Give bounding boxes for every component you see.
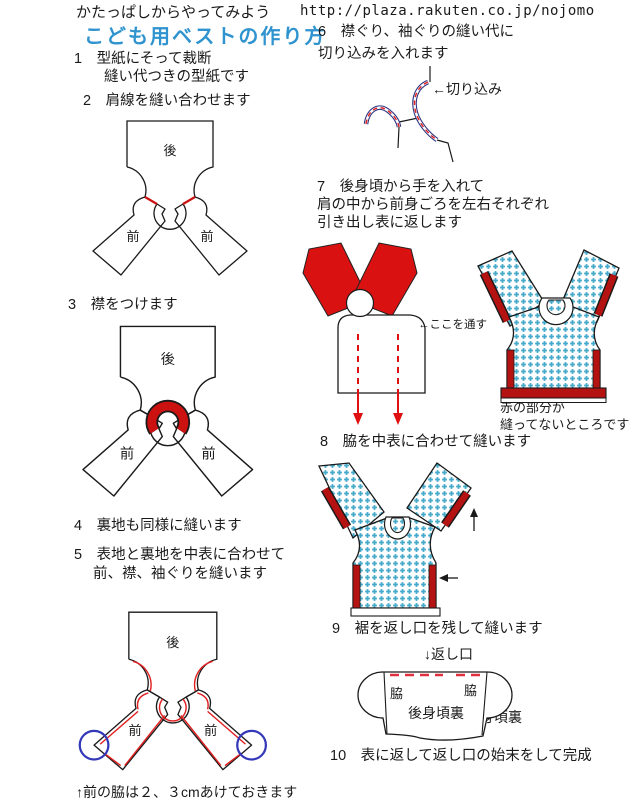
step9-diagram: 脇 脇 後身頃裏 [357, 671, 513, 741]
flap-right [406, 462, 472, 532]
front-right-label: 前 [200, 229, 213, 244]
front-right-label: 前 [201, 446, 215, 463]
shoulder-seams-red [144, 196, 196, 205]
step10-text: 10 表に返して返し口の始末をして完成 [330, 748, 592, 764]
back-piece [128, 612, 217, 723]
step6-line1: 6 襟ぐり、袖ぐりの縫い代に [318, 24, 514, 40]
clip-label: ←切り込み [432, 81, 502, 97]
front-right-label: 前 [204, 722, 217, 738]
side-red-left [352, 564, 361, 609]
side-label-right: 脇 [464, 683, 477, 698]
opening-circle-right [236, 729, 268, 761]
step4-text: 4 裏地も同様に縫います [74, 518, 242, 534]
back-body [337, 314, 426, 394]
hem-white-edge [500, 397, 607, 403]
step1-line2: 縫い代つきの型紙です [104, 69, 249, 85]
step3-diagram: 後 前 前 [82, 325, 254, 497]
step3-text: 3 襟をつけます [68, 297, 178, 313]
red-note-line1: 赤の部分が [500, 400, 566, 415]
step1-line1: 1 型紙にそって裁断 [74, 51, 212, 67]
step7-result-diagram [477, 249, 620, 403]
pull-arrows [353, 334, 403, 425]
front-left-label: 前 [126, 229, 139, 244]
side-red-right [428, 564, 437, 609]
opening-circle-left [78, 729, 110, 761]
back-lining-label: 後身頃裏 [408, 705, 464, 721]
back-label: 後 [166, 635, 179, 650]
step7-turn-diagram: ←ここを通す [302, 242, 487, 425]
neck-curve [412, 79, 439, 142]
back-piece [127, 121, 213, 230]
step5-line1: 5 表地と裏地を中表に合わせて [74, 547, 286, 563]
step2-text: 2 肩線を縫い合わせます [83, 93, 251, 109]
armhole-curve [363, 105, 402, 128]
step8-diagram [318, 462, 478, 617]
step2-diagram: 後 前 前 [92, 120, 248, 276]
front-right-piece [174, 196, 248, 276]
opening-label: ↓返し口 [424, 646, 473, 662]
step7-line3: 引き出し表に返します [317, 215, 462, 231]
front-left-piece [92, 196, 166, 276]
step7-line1: 7 後身頃から手を入れて [317, 179, 485, 195]
pass-here-label: ←ここを通す [418, 318, 487, 331]
hem-red-band [500, 387, 607, 399]
step5-line2: 前、襟、袖ぐりを縫います [93, 566, 267, 582]
sew-direction-arrow-left [439, 574, 458, 582]
front-left-piece [82, 409, 164, 497]
back-piece-outline [126, 120, 214, 230]
page-url: http://plaza.rakuten.co.jp/nojomo [300, 3, 595, 19]
front-right-piece [177, 689, 253, 771]
step5-diagram: 後 前 前 [78, 611, 268, 771]
step9-text: 9 裾を返し口を残して縫います [332, 621, 543, 637]
flap-red-edges [479, 270, 619, 324]
step8-text: 8 脇を中表に合わせて縫います [320, 434, 532, 450]
side-label-left: 脇 [390, 686, 403, 701]
flap-red-edges [320, 486, 471, 530]
neck-band-inner [546, 299, 566, 316]
collar-red [147, 401, 189, 434]
page-tagline: かたっぱしからやってみよう [76, 4, 271, 21]
step6-line2: 切り込みを入れます [318, 46, 449, 62]
lining-outline [357, 671, 513, 741]
stitch-lines-red [99, 660, 246, 767]
front-left-label: 前 [120, 446, 134, 463]
front-left-label: 前 [128, 722, 141, 738]
step7-line2: 肩の中から前身ごろを左右それぞれ [317, 197, 549, 213]
sew-direction-arrow-up [470, 508, 478, 531]
back-piece-outline [128, 611, 218, 724]
hem-white-band [350, 607, 441, 617]
side-fold-lines [383, 671, 488, 736]
side-red-right [592, 349, 601, 389]
back-piece [120, 326, 216, 446]
step6-diagram [363, 66, 454, 163]
front-right-piece [172, 409, 254, 497]
side-red-left [506, 349, 515, 389]
page-title: こども用ベストの作り方 [84, 26, 327, 48]
front-left-piece [93, 689, 169, 771]
neck-hole [345, 288, 375, 318]
step5-note: ↑前の脇は２、３cmあけておきます [76, 784, 298, 800]
shoulder-seams [146, 689, 199, 698]
curve-tails [397, 117, 454, 163]
red-note-line2: 縫ってないところです [500, 417, 630, 432]
neck-band-inner [390, 517, 405, 534]
back-label: 後 [163, 143, 176, 158]
back-label: 後 [161, 351, 175, 368]
